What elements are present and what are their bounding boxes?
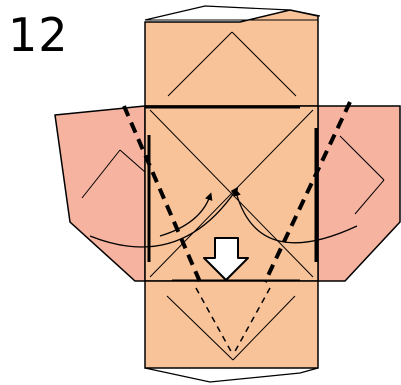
bottom-flap-diagonal-1 [166,295,234,361]
fold-arrow-left-outer [89,186,239,248]
left-flap-paper [54,105,146,282]
top-flap [144,5,321,107]
step-number: 12 [8,8,69,62]
fold-arrows [89,186,358,248]
valley-fold-left [122,105,202,283]
valley-fold-lines [122,101,352,356]
left-flap-diagonal-2 [119,149,146,173]
right-flap-diagonal-1 [339,135,385,181]
valley-fold-bottom-left [195,287,234,356]
right-flap-diagonal-2 [354,179,385,215]
left-flap [54,105,146,282]
right-flap [317,105,401,282]
right-flap-paper [317,105,401,282]
bottom-flap [144,280,319,383]
fold-arrow-right [233,188,358,244]
valley-fold-bottom-right [232,287,271,356]
valley-fold-right [263,101,352,283]
left-flap-diagonal-1 [81,149,121,199]
top-flap-diagonal-2 [231,31,297,97]
push-arrow-icon [203,237,249,281]
bottom-flap-paper [144,280,319,369]
bottom-edge-tip [144,367,319,383]
top-flap-diagonal-1 [167,31,233,97]
bottom-flap-diagonal-2 [232,295,296,361]
fold-arrow-left-inner [159,192,213,237]
top-edge-tip [144,5,321,21]
